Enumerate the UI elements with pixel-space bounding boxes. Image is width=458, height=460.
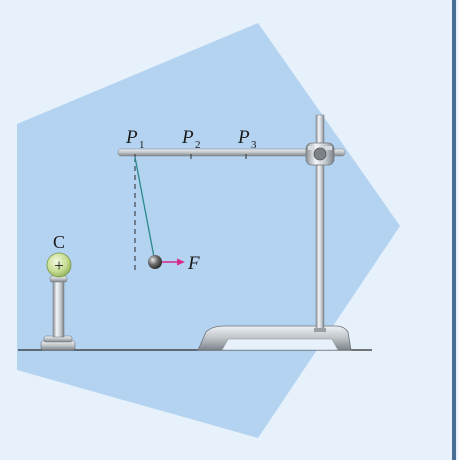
pendulum-ball (148, 255, 162, 269)
force-arrow (162, 258, 185, 266)
point-p1-subscript: 1 (139, 139, 145, 151)
point-p3-letter: P (237, 127, 250, 148)
charge-ball (46, 252, 72, 278)
pendulum-thread (134, 156, 155, 258)
clamp (305, 142, 335, 166)
right-border (452, 0, 456, 460)
charge-label: C (53, 232, 65, 252)
charge-stand (40, 275, 76, 351)
pentagon-backdrop (17, 23, 400, 438)
force-label: F (187, 253, 200, 274)
stand-base-cutout (221, 338, 339, 351)
point-p2-letter: P (181, 127, 194, 148)
point-p1-letter: P (125, 127, 138, 148)
stand-horizontal-rod (117, 148, 346, 157)
charge-sign: + (54, 256, 64, 275)
rod-foot-ring (314, 328, 326, 332)
point-p2-subscript: 2 (195, 139, 201, 151)
point-p3-subscript: 3 (251, 139, 257, 151)
